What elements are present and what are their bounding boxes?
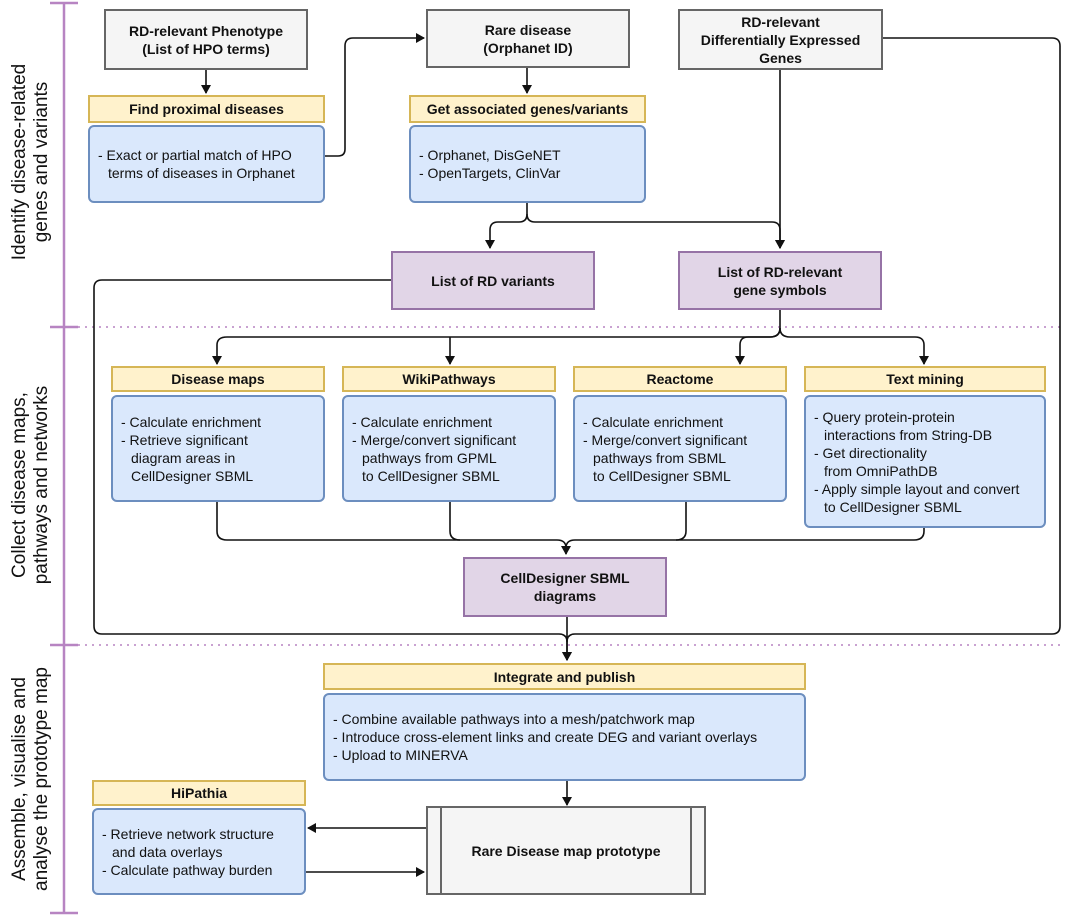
source-disease-maps-title-text: Disease maps xyxy=(171,371,265,387)
input-rare-disease: Rare disease (Orphanet ID) xyxy=(426,9,630,68)
hipathia-title-text: HiPathia xyxy=(170,785,227,801)
output-genes-line-1: List of RD-relevant xyxy=(717,263,843,280)
output-variants: List of RD variants xyxy=(391,251,595,310)
prototype-bar-right xyxy=(690,808,692,893)
section-label-collect: Collect disease maps, pathways and netwo… xyxy=(9,385,52,585)
source-wikipathways-detail: - Calculate enrichment - Merge/convert s… xyxy=(342,395,556,502)
arrow-associated-split xyxy=(485,203,528,249)
detail-line: - Get directionality xyxy=(814,444,927,461)
detail-line: - Apply simple layout and convert xyxy=(814,480,1020,497)
arrow-variants-to-integrate xyxy=(93,279,568,643)
arrow-associated-to-genes xyxy=(526,213,785,249)
detail-line: and data overlays xyxy=(112,843,223,860)
arrow-genes-to-textmining xyxy=(779,327,929,365)
detail-line: - Retrieve network structure xyxy=(102,825,274,842)
input-deg: RD-relevant Differentially Expressed Gen… xyxy=(678,9,883,70)
source-wikipathways-title-text: WikiPathways xyxy=(402,371,496,387)
source-textmining-detail: - Query protein-protein interactions fro… xyxy=(804,395,1046,528)
detail-line: - Calculate pathway burden xyxy=(102,861,273,878)
source-disease-maps-detail: - Calculate enrichment - Retrieve signif… xyxy=(111,395,325,502)
source-wikipathways-title: WikiPathways xyxy=(342,366,556,392)
detail-line: terms of diseases in Orphanet xyxy=(108,165,295,181)
detail-line: to CellDesigner SBML xyxy=(362,467,500,484)
detail-line: - Query protein-protein xyxy=(814,408,955,425)
detail-line: - Calculate enrichment xyxy=(121,413,262,430)
detail-line: to CellDesigner SBML xyxy=(824,498,962,515)
output-sbml-line-2: diagrams xyxy=(533,588,597,604)
output-sbml: CellDesigner SBML diagrams xyxy=(463,557,667,617)
arrow-genes-to-sources xyxy=(212,310,781,365)
integrate-title: Integrate and publish xyxy=(323,663,806,690)
input-phenotype-line-1: RD-relevant Phenotype xyxy=(128,22,284,39)
section-dividers xyxy=(78,326,1060,646)
section-bar xyxy=(50,1,78,915)
input-rare-disease-line-2: (Orphanet ID) xyxy=(483,39,573,56)
source-reactome-title: Reactome xyxy=(573,366,787,392)
prototype-bar-left xyxy=(440,808,442,893)
input-phenotype-line-2: (List of HPO terms) xyxy=(142,40,270,57)
integrate-detail: - Combine available pathways into a mesh… xyxy=(323,693,806,781)
source-textmining-title: Text mining xyxy=(804,366,1046,392)
arrow-reactome-to-sbml xyxy=(565,502,687,549)
detail-line: - Calculate enrichment xyxy=(352,413,493,430)
arrow-genes-to-reactome xyxy=(735,327,781,365)
input-deg-line-3: Genes xyxy=(759,49,802,66)
step-find-proximal-detail: - Exact or partial match of HPO terms of… xyxy=(88,125,325,203)
detail-line: - OpenTargets, ClinVar xyxy=(419,165,561,181)
detail-line: - Merge/convert significant xyxy=(352,431,517,448)
section-label-assemble: Assemble, visualise and analyse the prot… xyxy=(9,667,52,891)
detail-line: - Combine available pathways into a mesh… xyxy=(333,711,695,727)
step-find-proximal-title: Find proximal diseases xyxy=(88,95,325,123)
source-reactome-detail: - Calculate enrichment - Merge/convert s… xyxy=(573,395,787,502)
detail-line: from OmniPathDB xyxy=(824,462,938,479)
arrow-find-to-rare-disease xyxy=(325,33,425,157)
hipathia-title: HiPathia xyxy=(92,780,306,806)
input-deg-line-2: Differentially Expressed xyxy=(700,31,861,48)
section-label-identify: Identify disease-related genes and varia… xyxy=(9,63,52,261)
detail-line: - Merge/convert significant xyxy=(583,431,748,448)
detail-line: pathways from SBML xyxy=(593,449,727,466)
detail-line: - Orphanet, DisGeNET xyxy=(419,147,561,163)
input-phenotype: RD-relevant Phenotype (List of HPO terms… xyxy=(104,9,308,70)
detail-line: interactions from String-DB xyxy=(824,426,993,443)
detail-line: - Retrieve significant xyxy=(121,431,248,448)
prototype-map-text: Rare Disease map prototype xyxy=(471,842,661,859)
source-reactome-title-text: Reactome xyxy=(646,371,714,387)
detail-line: - Calculate enrichment xyxy=(583,413,724,430)
integrate-title-text: Integrate and publish xyxy=(493,668,636,685)
detail-line: pathways from GPML xyxy=(362,449,497,466)
arrow-wiki-to-sbml xyxy=(449,502,461,541)
source-textmining-title-text: Text mining xyxy=(886,371,964,387)
step-associated-title: Get associated genes/variants xyxy=(409,95,646,123)
arrow-deg-to-integrate xyxy=(562,37,1061,661)
detail-line: - Introduce cross-element links and crea… xyxy=(333,729,758,745)
arrow-textmining-to-sbml xyxy=(676,528,925,541)
output-genes-line-2: gene symbols xyxy=(733,281,827,298)
step-associated-detail: - Orphanet, DisGeNET - OpenTargets, Clin… xyxy=(409,125,646,203)
output-variants-text: List of RD variants xyxy=(431,272,555,289)
detail-line: - Exact or partial match of HPO xyxy=(98,147,292,163)
detail-line: to CellDesigner SBML xyxy=(593,467,731,484)
step-associated-title-text: Get associated genes/variants xyxy=(426,101,629,117)
hipathia-detail: - Retrieve network structure and data ov… xyxy=(92,808,306,895)
output-sbml-line-1: CellDesigner SBML xyxy=(500,570,630,586)
prototype-map: Rare Disease map prototype xyxy=(426,806,706,895)
input-rare-disease-line-1: Rare disease xyxy=(484,21,572,38)
detail-line: - Upload to MINERVA xyxy=(333,747,468,763)
detail-line: CellDesigner SBML xyxy=(131,467,254,484)
step-find-proximal-title-text: Find proximal diseases xyxy=(129,101,284,117)
detail-line: diagram areas in xyxy=(131,449,236,466)
output-genes: List of RD-relevant gene symbols xyxy=(678,251,882,310)
source-disease-maps-title: Disease maps xyxy=(111,366,325,392)
arrow-sources-to-sbml xyxy=(216,502,571,555)
input-deg-line-1: RD-relevant xyxy=(741,13,820,30)
